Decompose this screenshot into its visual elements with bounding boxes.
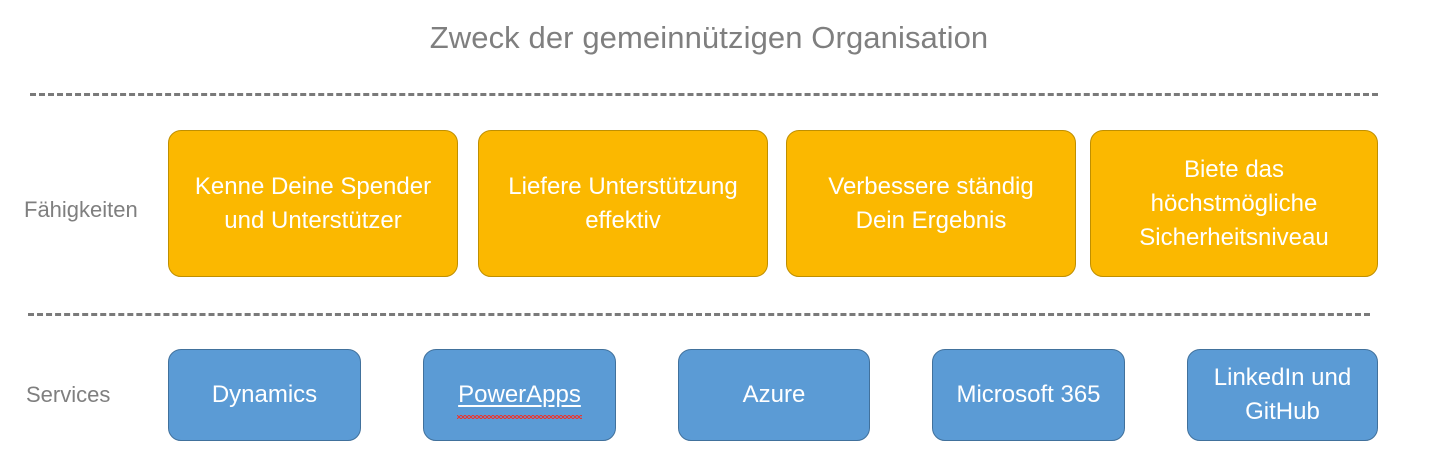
row-label-capabilities: Fähigkeiten [24,197,138,222]
service-box-linkedin-github[interactable]: LinkedIn und GitHub [1187,349,1378,441]
divider-above-services [28,313,1370,316]
capability-box-4-text: Biete das höchstmögliche Sicherheitsnive… [1139,153,1328,255]
service-box-azure-text: Azure [743,378,806,412]
service-box-dynamics[interactable]: Dynamics [168,349,361,441]
capability-box-4-line1: Biete das [1183,155,1285,183]
capability-box-1-line1: Kenne Deine Spender [194,172,432,200]
capability-box-4-line3: Sicherheitsniveau [1139,223,1329,251]
service-box-azure-label: Azure [742,381,806,408]
capability-box-3-line1: Verbessere ständig [828,172,1034,200]
capability-box-1-text: Kenne Deine Spender und Unterstützer [195,170,431,238]
service-box-linkedin-github-text: LinkedIn und GitHub [1214,361,1351,429]
service-box-linkedin-github-line1: LinkedIn und [1213,364,1352,391]
capability-box-1[interactable]: Kenne Deine Spender und Unterstützer [168,130,458,277]
service-box-powerapps[interactable]: PowerApps [423,349,616,441]
page-title: Zweck der gemeinnützigen Organisation [429,20,989,55]
capability-box-4-line2: höchstmögliche [1150,189,1318,217]
service-box-powerapps-text: PowerApps [457,378,582,419]
service-box-powerapps-label: PowerApps [457,378,582,419]
capability-box-2[interactable]: Liefere Unterstützung effektiv [478,130,768,277]
row-label-services: Services [26,382,111,407]
capability-box-2-line1: Liefere Unterstützung [508,172,738,200]
service-box-microsoft365-label: Microsoft 365 [956,381,1101,408]
divider-above-capabilities [30,93,1378,96]
capability-box-2-line2: effektiv [585,206,661,234]
service-box-dynamics-label: Dynamics [211,381,318,408]
capability-box-2-text: Liefere Unterstützung effektiv [508,170,737,238]
capability-box-3-text: Verbessere ständig Dein Ergebnis [828,170,1033,238]
service-box-microsoft365-text: Microsoft 365 [956,378,1100,412]
capability-box-3-line2: Dein Ergebnis [855,206,1007,234]
capability-box-1-line2: und Unterstützer [224,206,402,234]
service-box-azure[interactable]: Azure [678,349,870,441]
service-box-linkedin-github-line2: GitHub [1245,398,1320,425]
service-box-microsoft365[interactable]: Microsoft 365 [932,349,1125,441]
service-box-dynamics-text: Dynamics [212,378,317,412]
capability-box-4[interactable]: Biete das höchstmögliche Sicherheitsnive… [1090,130,1378,277]
capability-box-3[interactable]: Verbessere ständig Dein Ergebnis [786,130,1076,277]
